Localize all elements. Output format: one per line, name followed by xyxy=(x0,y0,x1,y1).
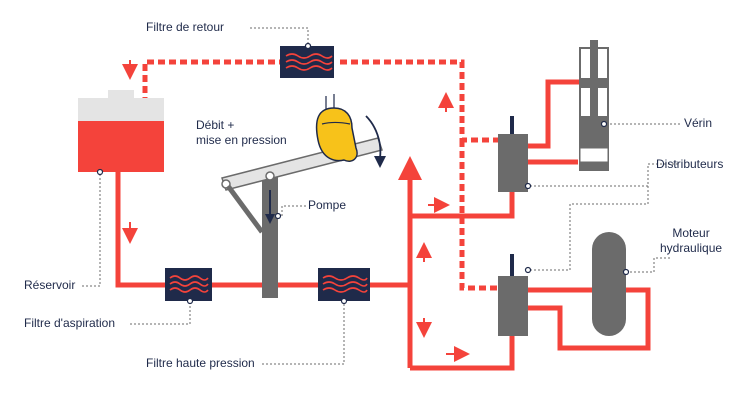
label-distributors: Distributeurs xyxy=(656,157,724,171)
label-suction-filter: Filtre d'aspiration xyxy=(24,316,115,330)
label-hydraulic-motor: Moteur hydraulique xyxy=(660,226,723,255)
label-return-filter: Filtre de retour xyxy=(146,20,225,34)
label-cylinder: Vérin xyxy=(684,116,713,130)
label-flow-pressure: Débit + mise en pression xyxy=(196,118,287,147)
hydraulic-motor xyxy=(592,232,626,336)
high-pressure-filter xyxy=(318,268,370,301)
rotation-arrow xyxy=(365,115,386,168)
return-line xyxy=(142,59,498,291)
callout-leaders xyxy=(82,27,680,365)
callout-dots xyxy=(96,42,630,305)
label-high-pressure-filter: Filtre haute pression xyxy=(146,356,255,370)
flow-arrows xyxy=(122,60,470,362)
reservoir xyxy=(78,90,164,172)
pressure-lines xyxy=(115,79,651,371)
cylinder xyxy=(579,40,609,171)
suction-filter xyxy=(165,268,212,301)
flow-direction-arrow xyxy=(398,156,422,180)
upper-distributor xyxy=(498,116,528,192)
lower-distributor xyxy=(498,254,528,336)
label-pump: Pompe xyxy=(308,198,347,212)
return-filter xyxy=(280,46,334,78)
hand-icon xyxy=(315,94,358,162)
label-reservoir: Réservoir xyxy=(24,278,76,292)
